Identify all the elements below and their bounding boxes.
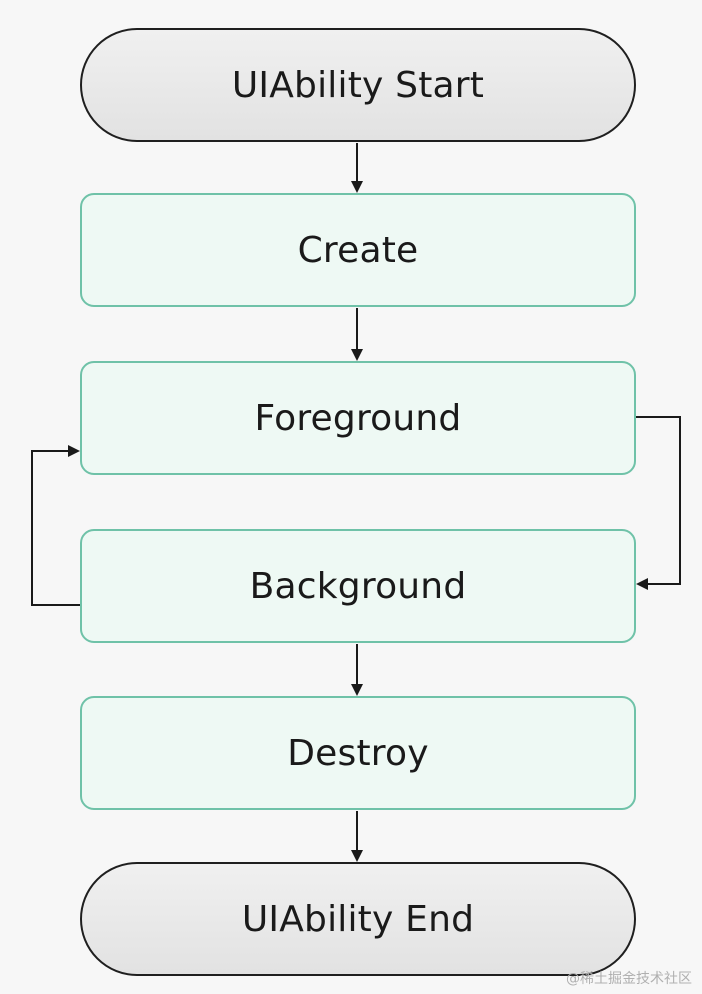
- arrow-background-to-foreground: [31, 445, 80, 606]
- node-create: Create: [80, 193, 636, 307]
- node-uiability-start: UIAbility Start: [80, 28, 636, 142]
- node-label: Background: [249, 565, 467, 607]
- node-label: UIAbility End: [241, 898, 475, 940]
- node-label: UIAbility Start: [231, 64, 485, 106]
- node-uiability-end: UIAbility End: [80, 862, 636, 976]
- watermark: @稀土掘金技术社区: [566, 971, 692, 987]
- arrow-foreground-to-background: [636, 416, 681, 590]
- node-label: Create: [297, 229, 419, 271]
- node-label: Destroy: [287, 732, 429, 774]
- node-background: Background: [80, 529, 636, 643]
- node-destroy: Destroy: [80, 696, 636, 810]
- node-label: Foreground: [254, 397, 462, 439]
- node-foreground: Foreground: [80, 361, 636, 475]
